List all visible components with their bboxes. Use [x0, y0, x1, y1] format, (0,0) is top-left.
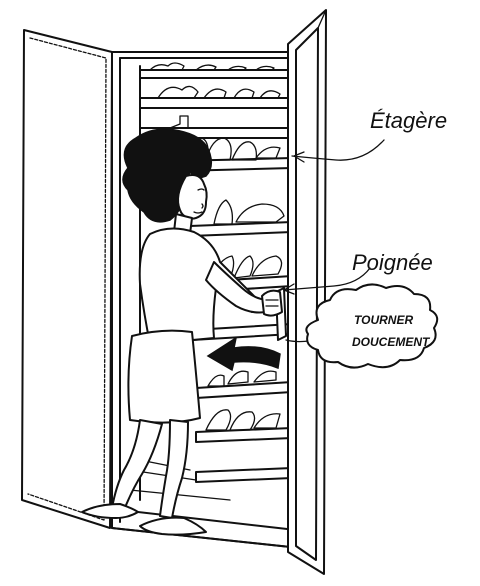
- label-handle: Poignée: [352, 250, 433, 275]
- callout-cloud: TOURNER DOUCEMENT: [306, 284, 437, 367]
- callout-line-2: DOUCEMENT: [352, 335, 431, 349]
- label-shelf: Étagère: [370, 108, 447, 133]
- right-door: [288, 10, 326, 574]
- left-door: [22, 30, 112, 528]
- callout-line-1: TOURNER: [354, 313, 413, 327]
